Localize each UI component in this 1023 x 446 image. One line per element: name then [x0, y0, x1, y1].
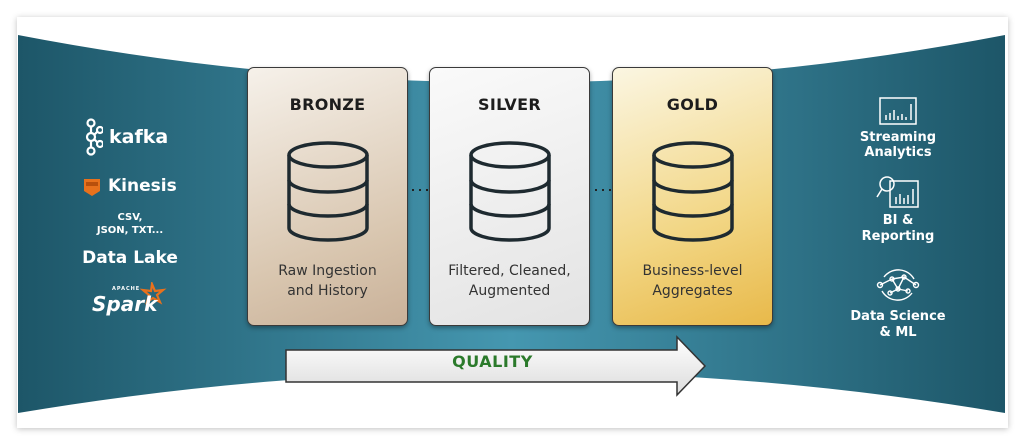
source-spark: APACHE Spark [90, 282, 170, 322]
database-icon [287, 141, 369, 242]
layer-title: GOLD [666, 95, 719, 114]
layer-title: SILVER [478, 95, 541, 114]
quality-label: QUALITY [452, 352, 533, 371]
database-icon [469, 141, 551, 242]
layer-title: BRONZE [289, 95, 366, 114]
quality-arrow [285, 335, 707, 397]
layer-description: Filtered, Cleaned,Augmented [448, 263, 571, 299]
source-kinesis: Kinesis [82, 175, 177, 197]
bar-chart-icon [879, 97, 917, 125]
kinesis-icon [84, 179, 100, 196]
source-data-lake: Data Lake [82, 248, 178, 268]
output-data-science-ml: Data Science& ML [838, 265, 958, 341]
database-icon [652, 141, 734, 242]
magnifier-chart-icon [876, 176, 919, 208]
source-formats: CSV, JSON, TXT... [96, 212, 164, 236]
source-kafka: kafka [83, 118, 168, 156]
kafka-icon [85, 118, 103, 156]
layer-card-silver: SILVER Filtered, Cleaned,Augmented [429, 67, 590, 326]
network-icon [876, 269, 920, 301]
spark-logo-icon [139, 282, 167, 305]
output-bi-reporting: BI &Reporting [838, 175, 958, 245]
